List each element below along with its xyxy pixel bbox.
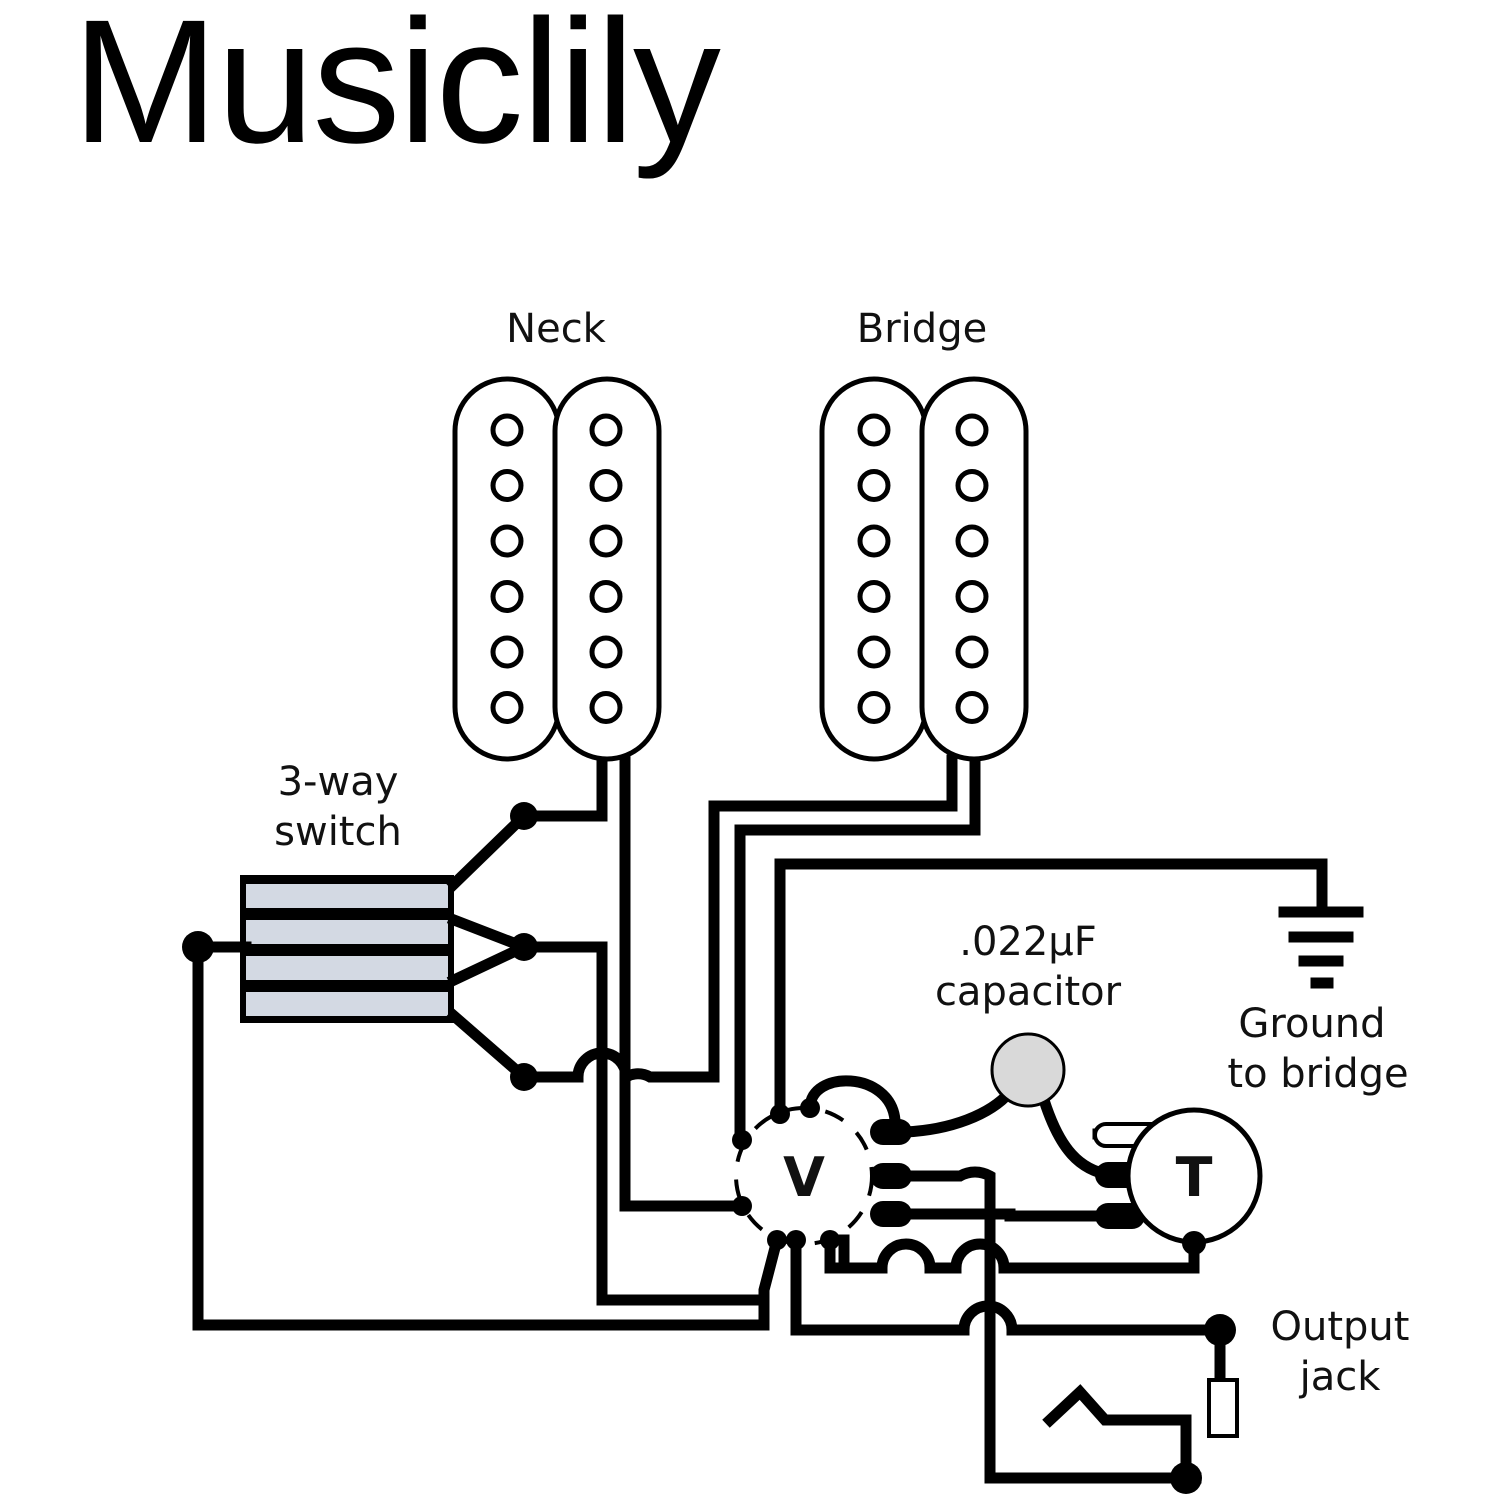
output-label-line2: jack xyxy=(1299,1354,1382,1400)
three-way-switch xyxy=(192,808,538,1085)
neck-pole-2-4 xyxy=(589,580,623,613)
capacitor-label-line1: .022µF xyxy=(959,919,1097,965)
bridge-pole-2-2 xyxy=(955,469,989,502)
wire-vol-loop xyxy=(804,1075,902,1127)
neck-coil-right xyxy=(552,376,662,762)
brand-title: Musiclily xyxy=(72,0,721,180)
bridge-pole-1-2 xyxy=(857,469,891,502)
switch-slot-3 xyxy=(246,956,448,980)
bridge-pole-2-4 xyxy=(955,580,989,613)
switch-lug-bottom xyxy=(446,1008,532,1085)
wire-switch-bottom-to-bridge xyxy=(518,754,958,1087)
neck-pole-1-1 xyxy=(490,413,524,447)
wire-switch-common xyxy=(192,941,784,1331)
bridge-pole-1-4 xyxy=(857,580,891,613)
neck-label: Neck xyxy=(506,306,607,352)
wire-switch-middle xyxy=(518,941,770,1306)
volume-pot-label: V xyxy=(783,1146,825,1209)
output-jack xyxy=(1207,1378,1239,1438)
bridge-pole-1-3 xyxy=(857,524,891,558)
wire-vol-ground-to-tone xyxy=(824,1234,1200,1274)
switch-lug-top xyxy=(446,808,532,892)
wire-bridge-to-volume xyxy=(734,754,981,1143)
switch-slot-1 xyxy=(246,884,448,908)
bridge-pole-1-5 xyxy=(857,635,891,669)
neck-pole-1-3 xyxy=(490,524,524,558)
neck-pole-1-2 xyxy=(490,469,524,502)
bridge-pole-2-3 xyxy=(955,524,989,558)
neck-pole-2-1 xyxy=(589,413,623,447)
wire-neck-to-volume xyxy=(619,754,748,1212)
junctions xyxy=(182,802,1236,1494)
bridge-coil-right xyxy=(919,376,1029,762)
bridge-label: Bridge xyxy=(857,306,987,352)
bridge-pole-2-6 xyxy=(955,691,989,724)
tone-pot-label: T xyxy=(1176,1146,1213,1209)
wire-jack-sleeve xyxy=(1042,1384,1192,1484)
bridge-pole-1-1 xyxy=(857,413,891,447)
switch-slot-2 xyxy=(246,920,448,944)
switch-label-line2: switch xyxy=(274,809,402,855)
bridge-pole-2-1 xyxy=(955,413,989,447)
tone-pot: T xyxy=(1093,1107,1263,1245)
wires xyxy=(192,754,1328,1484)
ground-label-line2: to bridge xyxy=(1227,1051,1408,1097)
neck-pole-1-4 xyxy=(490,580,524,613)
switch-slot-4 xyxy=(246,992,448,1016)
wire-ground xyxy=(774,858,1328,1118)
bridge-pole-2-5 xyxy=(955,635,989,669)
neck-pole-2-3 xyxy=(589,524,623,558)
capacitor xyxy=(990,1032,1066,1108)
bridge-pole-1-6 xyxy=(857,691,891,724)
neck-pickup xyxy=(452,376,662,762)
wire-volume-to-output xyxy=(790,1234,1226,1336)
neck-pole-2-6 xyxy=(589,691,623,724)
wire-cap-left xyxy=(899,1084,1018,1138)
neck-pole-2-5 xyxy=(589,635,623,669)
ground-label-line1: Ground xyxy=(1238,1001,1385,1047)
volume-pot: V xyxy=(734,1106,912,1246)
wire-vol-to-tone xyxy=(874,1208,1116,1222)
ground-symbol xyxy=(1278,906,1364,989)
wire-neck-to-switch-top xyxy=(518,754,608,822)
neck-pole-1-5 xyxy=(490,635,524,669)
output-label-line1: Output xyxy=(1271,1304,1410,1350)
bridge-pickup xyxy=(819,376,1029,762)
wire-vol-mid-to-jack xyxy=(874,1166,1202,1484)
neck-pole-2-2 xyxy=(589,469,623,502)
capacitor-label-line2: capacitor xyxy=(935,969,1122,1015)
neck-pole-1-6 xyxy=(490,691,524,724)
switch-label-line1: 3-way xyxy=(278,759,399,805)
